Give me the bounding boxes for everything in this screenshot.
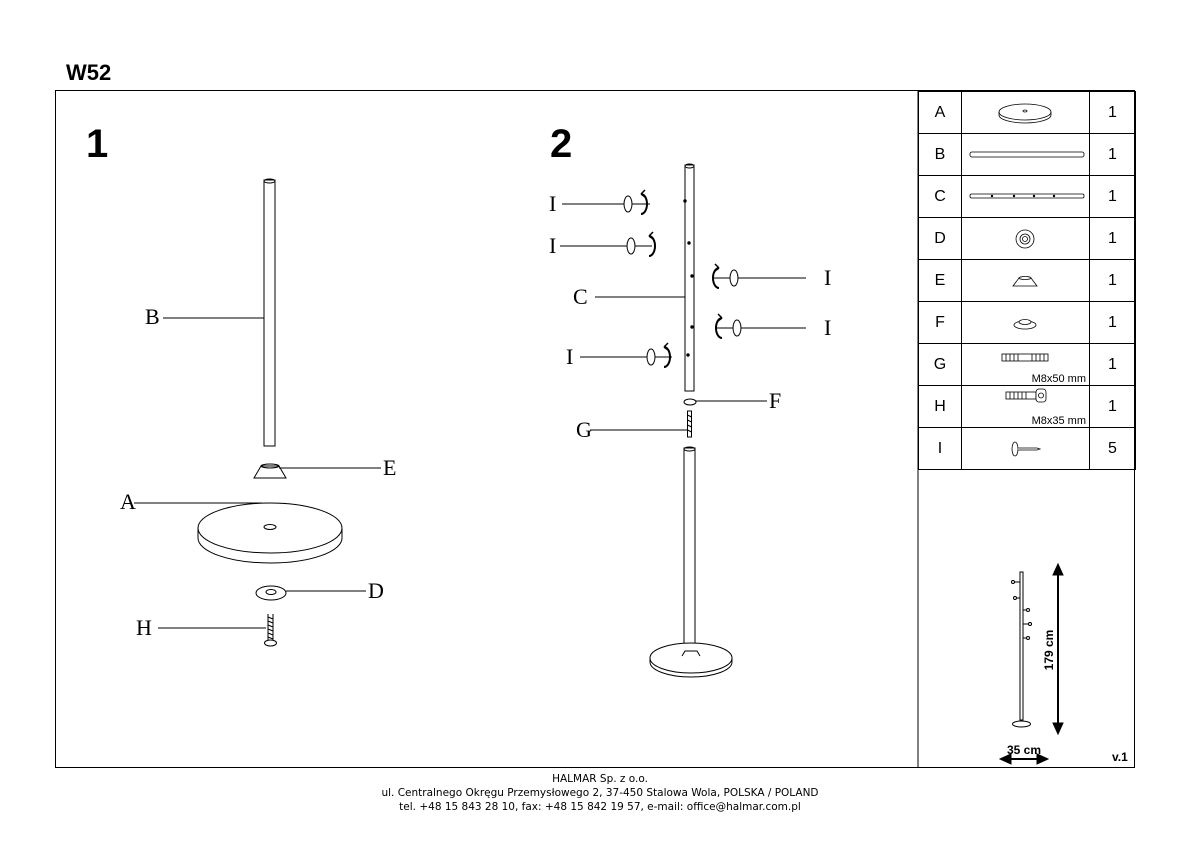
lower-tube-icon [969,151,1085,158]
company-footer: HALMAR Sp. z o.o. ul. Centralnego Okręgu… [0,772,1200,814]
part-letter: A [918,91,962,134]
width-dimension-label: 35 cm [1007,743,1041,757]
part-quantity: 1 [1089,91,1136,134]
bolt-icon [1005,388,1047,403]
label-a: A [120,489,136,514]
part-quantity: 1 [1089,175,1136,218]
label-c: C [573,284,588,309]
washer-icon [1015,229,1035,249]
upper-tube-icon [969,193,1085,199]
product-outline-icon [1011,571,1032,728]
part-letter: C [918,175,962,218]
upper-tube-icon [683,163,695,392]
part-quantity: 1 [1089,259,1136,302]
table-row: C 1 [918,175,1136,218]
step-2-number: 2 [550,122,573,166]
label-b: B [145,304,160,329]
parts-list-table: A 1 B 1 C 1 D 1 E 1 F 1 [918,91,1136,470]
company-contact: tel. +48 15 843 28 10, fax: +48 15 842 1… [399,801,801,813]
label-i: I [549,233,557,258]
threaded-stud-icon [1001,353,1049,362]
part-quantity: 5 [1089,427,1136,470]
step-1-number: 1 [86,122,109,166]
part-picture [961,91,1090,134]
model-title: W52 [66,60,112,85]
part-dimension: M8x50 mm [1031,373,1086,385]
part-letter: D [918,217,962,260]
base-disc-icon [197,502,343,564]
part-quantity: 1 [1089,385,1136,428]
part-picture [961,301,1090,344]
lower-tube-icon [263,178,276,447]
part-letter: H [918,385,962,428]
label-i: I [824,265,832,290]
label-i: I [549,191,557,216]
part-dimension: M8x35 mm [1031,415,1086,427]
tube-socket-icon [253,463,287,479]
part-picture [961,259,1090,302]
connector-icon [683,398,697,406]
table-row: A 1 [918,91,1136,134]
table-row: E 1 [918,259,1136,302]
hook-icon [623,189,650,215]
part-letter: B [918,133,962,176]
label-i: I [566,344,574,369]
label-f: F [769,388,782,413]
part-picture [961,217,1090,260]
table-row: H M8x35 mm 1 [918,385,1136,428]
table-row: B 1 [918,133,1136,176]
table-row: I 5 [918,427,1136,470]
part-quantity: 1 [1089,301,1136,344]
label-g: G [576,417,592,442]
threaded-stud-icon [687,410,692,438]
part-picture [961,133,1090,176]
company-name: HALMAR Sp. z o.o. [552,773,648,785]
table-row: D 1 [918,217,1136,260]
part-letter: G [918,343,962,386]
part-quantity: 1 [1089,343,1136,386]
part-letter: I [918,427,962,470]
base-disc-icon [998,103,1052,124]
part-picture [961,427,1090,470]
hook-icon [1011,441,1042,457]
washer-icon [255,585,287,601]
part-picture: M8x35 mm [961,385,1090,428]
label-d: D [368,578,384,603]
company-address: ul. Centralnego Okręgu Przemysłowego 2, … [381,787,819,799]
part-letter: F [918,301,962,344]
part-quantity: 1 [1089,217,1136,260]
label-e: E [383,455,397,480]
connector-icon [1013,319,1037,330]
tube-socket-icon [1012,276,1038,287]
part-quantity: 1 [1089,133,1136,176]
table-row: F 1 [918,301,1136,344]
part-picture [961,175,1090,218]
part-picture: M8x50 mm [961,343,1090,386]
version-label: v.1 [1112,750,1128,764]
label-i: I [824,315,832,340]
label-h: H [136,615,152,640]
bolt-icon [264,614,277,647]
table-row: G M8x50 mm 1 [918,343,1136,386]
part-letter: E [918,259,962,302]
height-dimension-label: 179 cm [1042,630,1056,671]
